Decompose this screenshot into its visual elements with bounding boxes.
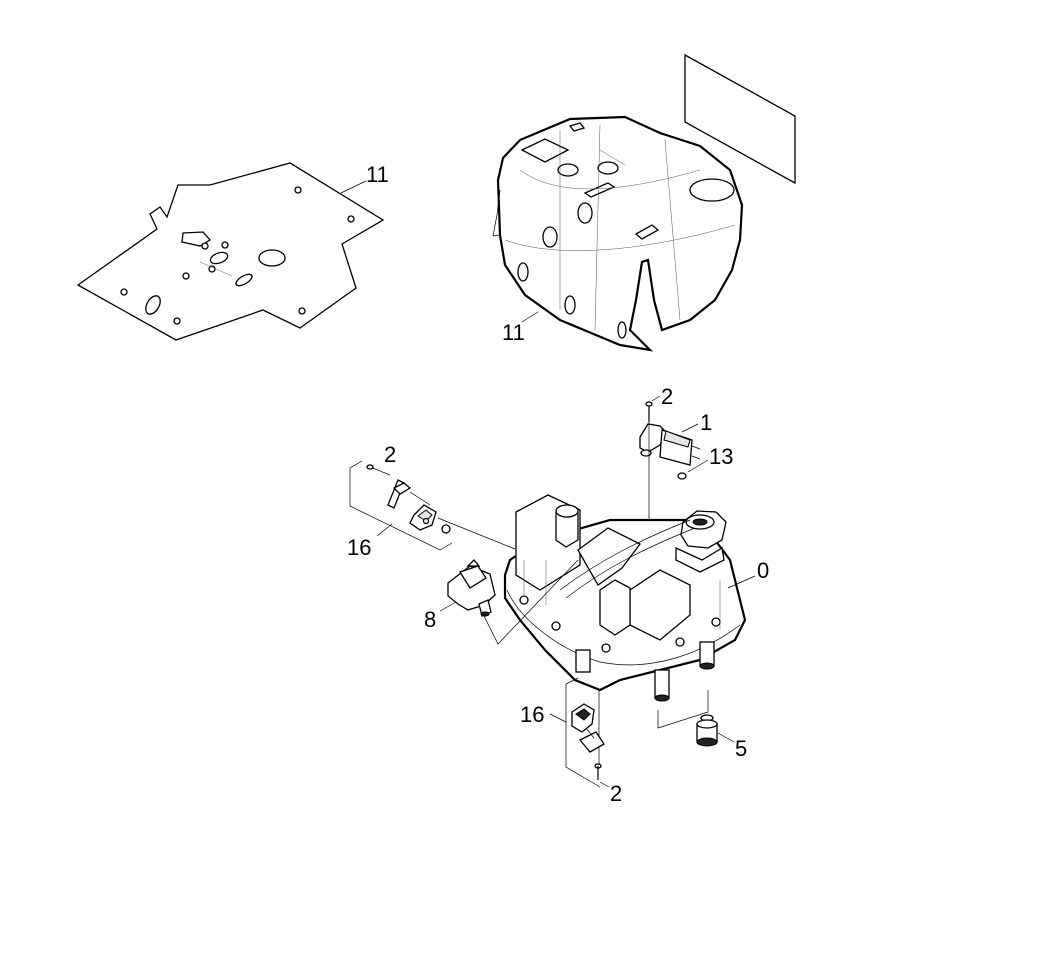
gasket-leader: [340, 180, 367, 194]
knob-leader: [439, 601, 457, 612]
screw-top-leader: [651, 395, 661, 402]
screw-bottom-leader: [599, 781, 610, 788]
hood-cover: [492, 115, 744, 352]
tank-leader: [727, 575, 756, 589]
gasket-plate: [76, 162, 385, 341]
label-sheet: [684, 53, 796, 185]
knob-axis: [483, 559, 579, 645]
bracket-bottom-leader: [549, 713, 567, 723]
valve-leader: [681, 423, 699, 433]
oring-callout: 13: [709, 444, 733, 469]
bracket-left-leader: [376, 523, 393, 537]
valve-callout: 1: [700, 410, 712, 435]
control-knob: [447, 559, 496, 617]
gasket-callout: 11: [366, 162, 389, 187]
oring-leader: [687, 459, 709, 473]
screw-left-callout: 2: [384, 442, 396, 467]
bracket-left-callout: 16: [347, 535, 371, 560]
screw-bottom-callout: 2: [610, 781, 622, 806]
boiler-tank: [503, 494, 747, 702]
cover-callout: 11: [502, 320, 525, 345]
foot-callout: 5: [735, 736, 747, 761]
bracket-left-group: [349, 460, 453, 551]
foot-leader: [717, 732, 735, 743]
cover-leader: [521, 311, 539, 323]
bracket-bottom-group: [565, 677, 605, 788]
o-ring: [677, 472, 687, 480]
bracket-bottom-callout: 16: [520, 702, 544, 727]
rubber-foot: [657, 690, 718, 747]
bracket-left-axis: [437, 517, 516, 550]
solenoid-valve: [639, 423, 701, 466]
knob-callout: 8: [424, 607, 436, 632]
screw-top-callout: 2: [661, 384, 673, 409]
screw-top: [645, 401, 653, 422]
tank-callout: 0: [757, 558, 769, 583]
